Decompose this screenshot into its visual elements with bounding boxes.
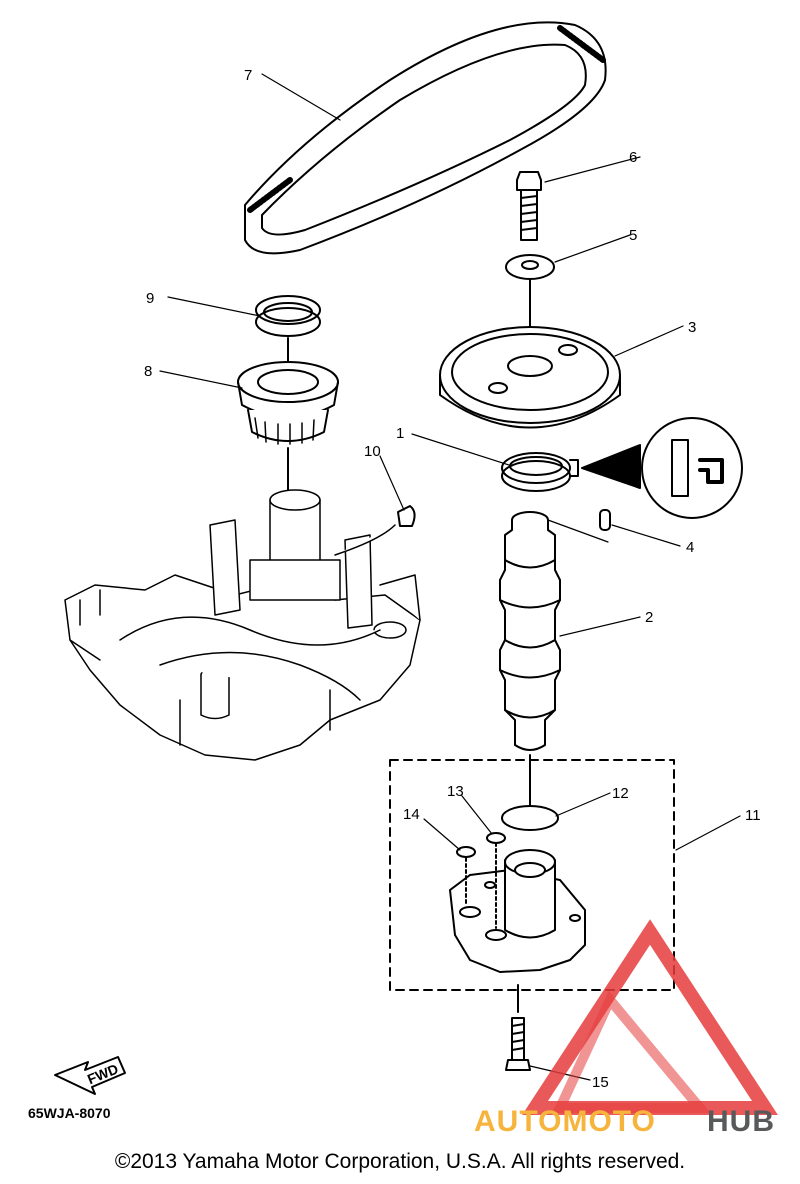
callout-13: 13 [447,783,464,800]
callout-6: 6 [629,149,637,166]
o-ring-small-14 [456,846,476,858]
dowel-pin [599,509,611,531]
callout-10: 10 [364,443,381,460]
cylinder-block [64,489,421,761]
callout-7: 7 [244,67,252,84]
pulley-washer [505,254,555,280]
camshaft-oil-seal [501,452,571,492]
copyright-notice: ©2013 Yamaha Motor Corporation, U.S.A. A… [114,1150,686,1173]
bearing-housing [237,361,339,445]
oil-pump-housing [449,849,586,973]
automotohub-logo: AUTOMOTO HUB [474,919,778,1138]
o-ring-large [501,805,559,831]
o-ring-small-13 [486,832,506,844]
pulley-bolt [516,171,542,241]
woodruff-key [397,505,416,527]
upper-oil-seal [255,295,321,337]
logo-text-part1: AUTOMOTO [474,1105,656,1138]
callout-5: 5 [629,227,637,244]
callout-14: 14 [403,806,420,823]
callout-15: 15 [592,1074,609,1091]
pump-bolt [505,1017,531,1071]
callout-12: 12 [612,785,629,802]
callout-8: 8 [144,363,152,380]
callout-2: 2 [645,609,653,626]
timing-belt [244,21,607,255]
driven-pulley [439,326,621,429]
callout-11: 11 [745,807,761,824]
callout-9: 9 [146,290,154,307]
oil-pump-assembly-box [389,759,675,991]
callout-1: 1 [396,425,404,442]
fwd-arrow-icon [54,1056,126,1095]
callout-3: 3 [688,319,696,336]
logo-text-part2: HUB [707,1105,775,1138]
diagram-code: 65WJA-8070 [28,1105,111,1121]
seal-detail-inset [581,417,743,519]
callout-4: 4 [686,539,694,556]
camshaft [499,511,561,751]
